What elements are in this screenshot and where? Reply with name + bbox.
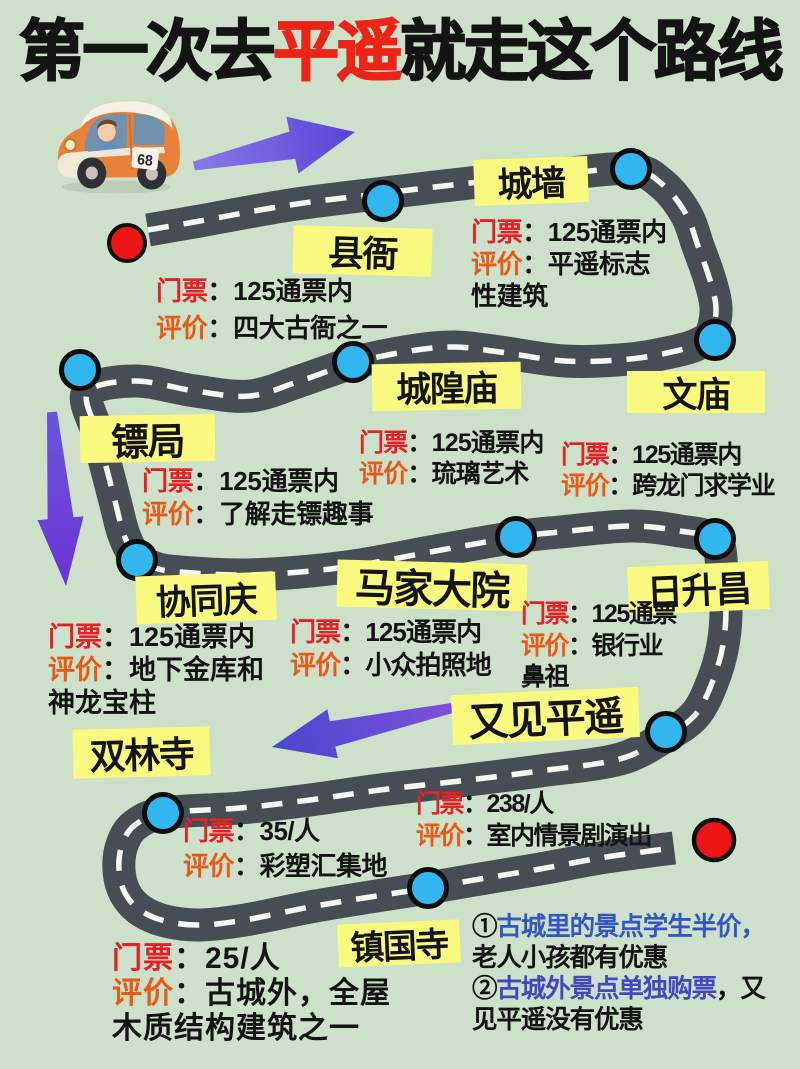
svg-text:68: 68	[136, 152, 153, 170]
